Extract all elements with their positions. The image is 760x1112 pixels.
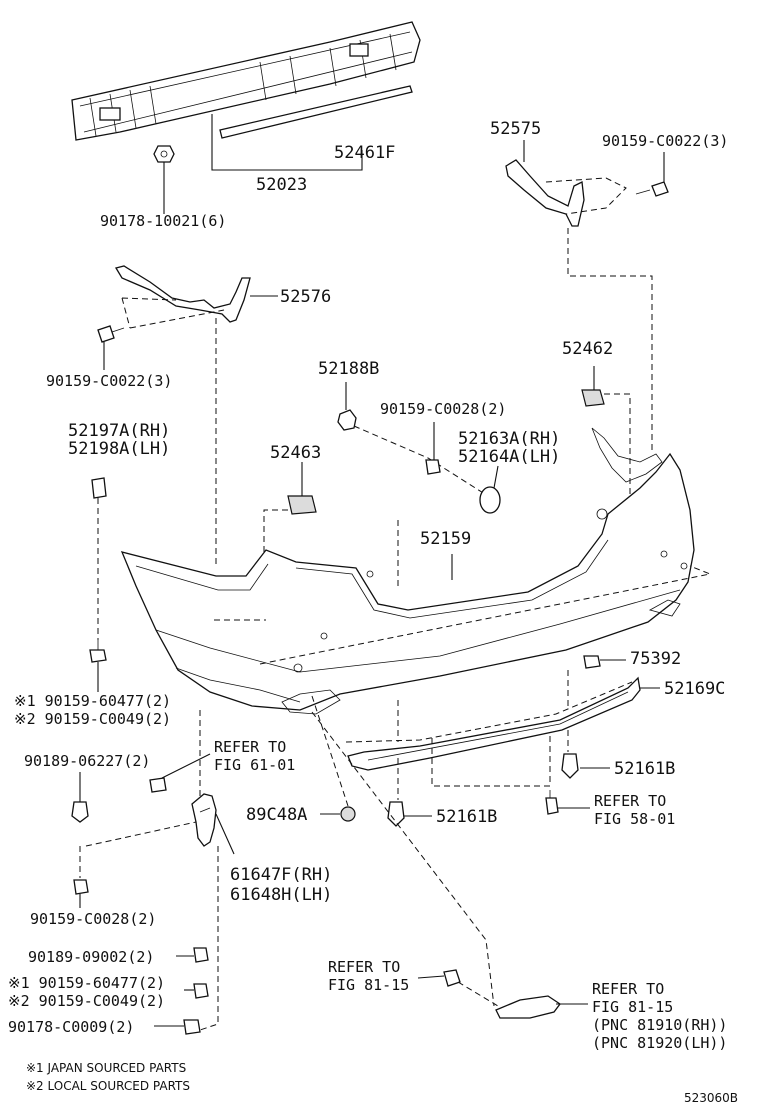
- label-52461F: 52461F: [334, 143, 395, 163]
- label-89C48A: 89C48A: [246, 805, 307, 825]
- screw-90159-C0028-top: [425, 459, 441, 475]
- clip-52188B: [337, 409, 357, 431]
- label-90159-C0028-top: 90159-C0028(2): [380, 400, 506, 418]
- label-52164A: 52164A(LH): [458, 447, 560, 467]
- bumper-cover-52159: [120, 427, 695, 715]
- label-90159-60477-b: ※1 90159-60477(2): [8, 974, 165, 992]
- screw-90159-60477-b: [193, 983, 209, 999]
- clip-52161B-center: [387, 801, 405, 827]
- screw-90159-60477-a: [89, 640, 107, 663]
- retainer-52575: [505, 159, 627, 227]
- label-refer-81-right-b: FIG 81-15: [592, 998, 673, 1016]
- label-52575: 52575: [490, 119, 541, 139]
- label-refer-81-left-b: FIG 81-15: [328, 976, 409, 994]
- nut-90178-10021: [153, 145, 175, 163]
- nut-89C48A: [340, 806, 356, 822]
- label-refer-61-b: FIG 61-01: [214, 756, 295, 774]
- label-refer-58-a: REFER TO: [594, 792, 666, 810]
- bracket-61647F: [191, 793, 217, 847]
- label-90178-C0009: 90178-C0009(2): [8, 1018, 134, 1036]
- label-90159-C0049-b: ※2 90159-C0049(2): [8, 992, 165, 1010]
- pad-52462: [581, 389, 605, 407]
- label-52576: 52576: [280, 287, 331, 307]
- label-90159-60477-a: ※1 90159-60477(2): [14, 692, 171, 710]
- screw-90159-C0028-bottom: [73, 879, 89, 895]
- label-refer-81-right-a: REFER TO: [592, 980, 664, 998]
- retainer-52576: [114, 265, 251, 329]
- diagram-code: 523060B: [684, 1091, 738, 1105]
- reinforcement-strip: [219, 85, 413, 139]
- clip-refer-61-01: [149, 777, 167, 793]
- label-90159-C0049-a: ※2 90159-C0049(2): [14, 710, 171, 728]
- label-90159-C0022-right: 90159-C0022(3): [602, 132, 728, 150]
- garnish-52169C: [345, 676, 641, 771]
- clip-52161B-right: [561, 753, 579, 779]
- cover-52163A: [479, 486, 501, 514]
- label-pnc-rh: (PNC 81910(RH)): [592, 1016, 727, 1034]
- label-52023: 52023: [256, 175, 307, 195]
- label-52463: 52463: [270, 443, 321, 463]
- label-52462: 52462: [562, 339, 613, 359]
- bumper-reinforcement: [71, 21, 421, 141]
- clip-90189-06227: [71, 801, 89, 823]
- bracket-75392: [583, 655, 601, 669]
- label-52198A: 52198A(LH): [68, 439, 170, 459]
- reflector: [495, 995, 561, 1019]
- label-61647F: 61647F(RH): [230, 865, 332, 885]
- label-52161B-center: 52161B: [436, 807, 497, 827]
- pad-52463: [287, 495, 317, 515]
- label-90178-10021: 90178-10021(6): [100, 212, 226, 230]
- label-52197A: 52197A(RH): [68, 421, 170, 441]
- clip-90159-C0022-left: [97, 325, 125, 343]
- label-refer-58-b: FIG 58-01: [594, 810, 675, 828]
- label-52163A: 52163A(RH): [458, 429, 560, 449]
- label-52169C: 52169C: [664, 679, 725, 699]
- label-90159-C0028-bottom: 90159-C0028(2): [30, 910, 156, 928]
- label-90189-09002: 90189-09002(2): [28, 948, 154, 966]
- label-90159-C0022-left: 90159-C0022(3): [46, 372, 172, 390]
- label-90189-06227: 90189-06227(2): [24, 752, 150, 770]
- clip-52197A: [91, 477, 107, 499]
- note-japan-sourced: ※1 JAPAN SOURCED PARTS: [26, 1061, 186, 1075]
- screw-refer-81-15: [443, 969, 461, 987]
- nut-90189-09002: [193, 947, 209, 963]
- label-refer-61-a: REFER TO: [214, 738, 286, 756]
- clip-90159-C0022-right: [635, 181, 669, 197]
- nut-90178-C0009: [183, 1019, 201, 1035]
- screw-refer-58-01: [545, 790, 559, 815]
- label-52161B-right: 52161B: [614, 759, 675, 779]
- label-75392: 75392: [630, 649, 681, 669]
- label-61648H: 61648H(LH): [230, 885, 332, 905]
- label-pnc-lh: (PNC 81920(LH)): [592, 1034, 727, 1052]
- label-refer-81-left-a: REFER TO: [328, 958, 400, 976]
- label-52159: 52159: [420, 529, 471, 549]
- note-local-sourced: ※2 LOCAL SOURCED PARTS: [26, 1079, 190, 1093]
- label-52188B: 52188B: [318, 359, 379, 379]
